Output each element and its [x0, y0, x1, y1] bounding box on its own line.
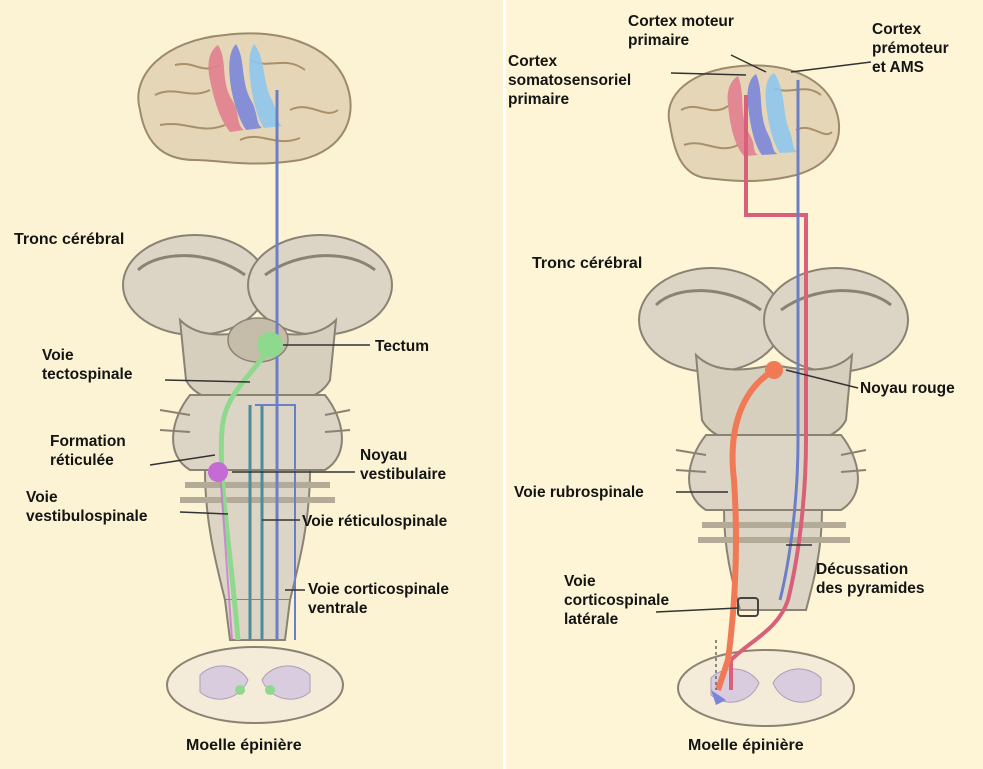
label-moelle-epiniere-left: Moelle épinière	[186, 736, 302, 755]
label-voie-tectospinale: Voie tectospinale	[42, 346, 132, 384]
label-voie-corticospinale-ventrale: Voie corticospinale ventrale	[308, 580, 449, 618]
label-voie-vestibulospinale: Voie vestibulospinale	[26, 488, 147, 526]
label-formation-reticulee: Formation réticulée	[50, 432, 126, 470]
label-tectum: Tectum	[375, 337, 429, 356]
label-tronc-cerebral-right: Tronc cérébral	[532, 254, 642, 273]
label-voie-rubrospinale: Voie rubrospinale	[514, 483, 644, 502]
label-tronc-cerebral-left: Tronc cérébral	[14, 230, 124, 249]
label-decussation-pyramides: Décussation des pyramides	[816, 560, 925, 598]
label-voie-reticulospinale: Voie réticulospinale	[302, 512, 447, 531]
left-panel: Tronc cérébral Tectum Voie tectospinale …	[0, 0, 506, 769]
tectum-nucleus	[257, 332, 283, 358]
red-nucleus	[765, 361, 783, 379]
left-brain	[138, 33, 350, 163]
label-moelle-epiniere-right: Moelle épinière	[688, 736, 804, 755]
left-illustration	[0, 0, 506, 769]
label-noyau-vestibulaire: Noyau vestibulaire	[360, 446, 446, 484]
label-voie-corticospinale-laterale: Voie corticospinale latérale	[564, 572, 669, 629]
right-spinal-section	[678, 650, 854, 726]
right-panel: Cortex moteur primaire Cortex prémoteur …	[506, 0, 983, 769]
label-cortex-somatosensoriel: Cortex somatosensoriel primaire	[508, 52, 631, 109]
left-spinal-section	[167, 647, 343, 723]
label-cortex-premoteur-ams: Cortex prémoteur et AMS	[872, 20, 949, 77]
label-noyau-rouge: Noyau rouge	[860, 379, 955, 398]
label-cortex-moteur-primaire: Cortex moteur primaire	[628, 12, 734, 50]
right-brain	[669, 65, 839, 181]
vestibular-nucleus	[208, 462, 228, 482]
